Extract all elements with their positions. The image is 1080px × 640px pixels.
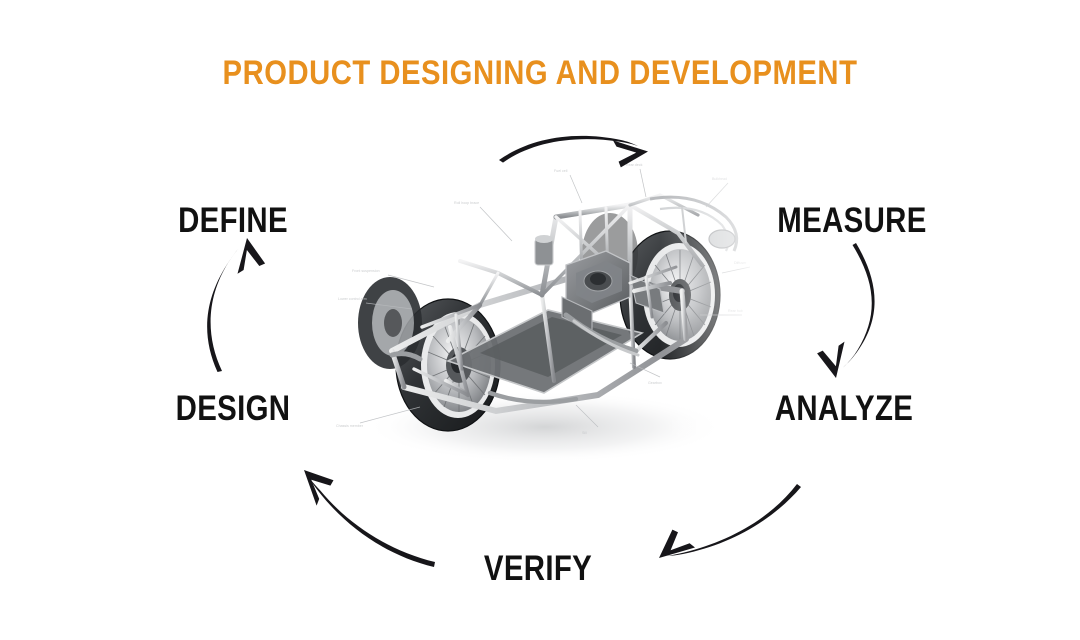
svg-text:Sill: Sill bbox=[582, 431, 587, 435]
pipework bbox=[389, 312, 640, 405]
arrow-verify-to-define bbox=[207, 238, 266, 372]
car-chassis-svg: Front suspension Lower control arm Chass… bbox=[336, 155, 760, 475]
car-chassis-illustration: Front suspension Lower control arm Chass… bbox=[330, 155, 760, 475]
arrow-define-to-measure bbox=[499, 135, 648, 168]
drivetrain bbox=[534, 235, 665, 332]
page-title: PRODUCT DESIGNING AND DEVELOPMENT bbox=[222, 54, 858, 92]
arrow-analyze-to-design bbox=[659, 484, 801, 558]
arrow-measure-to-analyze bbox=[817, 243, 875, 378]
stage-label-analyze[interactable]: ANALYZE bbox=[774, 389, 914, 428]
arrow-design-to-verify bbox=[304, 470, 435, 567]
svg-text:Front suspension: Front suspension bbox=[352, 269, 380, 273]
stage-label-verify[interactable]: DESIGN bbox=[175, 389, 291, 428]
svg-text:Rear deck: Rear deck bbox=[626, 163, 643, 167]
svg-text:Lower control arm: Lower control arm bbox=[338, 297, 367, 301]
svg-text:Roll hoop brace: Roll hoop brace bbox=[454, 201, 479, 205]
stage-label-define[interactable]: DEFINE bbox=[178, 201, 288, 240]
svg-text:Gearbox: Gearbox bbox=[648, 381, 662, 385]
stage-label-design[interactable]: VERIFY bbox=[483, 549, 593, 588]
svg-text:Chassis member: Chassis member bbox=[336, 424, 364, 428]
stage-label-measure[interactable]: MEASURE bbox=[777, 201, 927, 240]
svg-text:Fuel cell: Fuel cell bbox=[554, 169, 568, 173]
